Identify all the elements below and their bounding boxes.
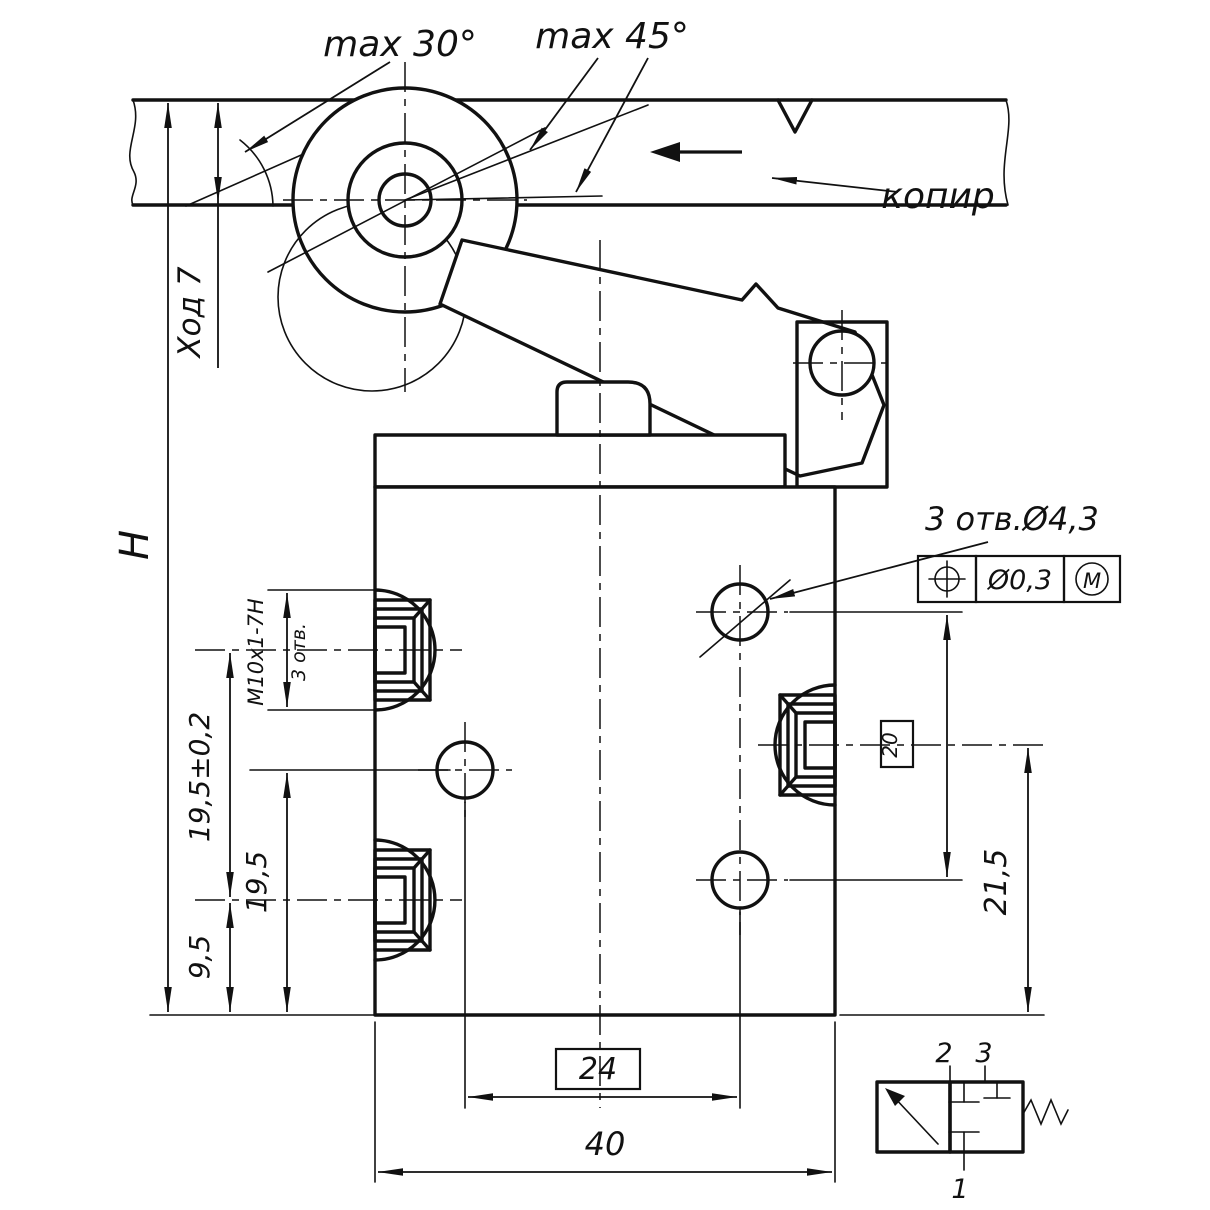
bar-notch — [776, 98, 814, 134]
max45-construction — [404, 57, 649, 201]
mounting-holes — [418, 565, 788, 935]
angle-arc-30 — [239, 139, 274, 207]
max45-leader-2 — [575, 57, 649, 193]
tolerance-value: Ø0,3 — [987, 565, 1052, 596]
cam-bar — [129, 98, 1010, 207]
cam-motion-arrow-icon — [650, 142, 742, 162]
label-port3: 3 — [975, 1038, 992, 1069]
spring-icon — [1022, 1097, 1069, 1127]
position-tolerance-icon — [928, 560, 966, 598]
label-H: H — [112, 530, 158, 560]
label-thread: M10x1-7H — [244, 598, 268, 706]
label-9-5: 9,5 — [183, 935, 216, 980]
label-max45: max 45° — [535, 16, 689, 57]
tolerance-modifier: M — [1083, 569, 1101, 593]
extension-lines — [149, 589, 1045, 1183]
label-max30: max 30° — [323, 24, 477, 65]
hole-note-leader — [769, 541, 989, 600]
pneumatic-valve-symbol: 2 3 1 — [875, 1038, 1069, 1205]
label-40: 40 — [585, 1125, 626, 1163]
label-19-5-tol: 19,5±0,2 — [183, 712, 216, 842]
valve-body — [373, 380, 837, 1017]
bar-break-right — [1003, 99, 1010, 206]
max45-leader-1 — [529, 57, 599, 151]
symbol-flow-arrow-icon — [885, 1088, 939, 1145]
label-24: 24 — [579, 1052, 617, 1087]
kopir-leader — [771, 176, 899, 193]
label-hod7: Ход 7 — [172, 266, 208, 359]
label-19-5: 19,5 — [240, 851, 273, 913]
plunger-housing — [555, 380, 652, 437]
label-holes-note: 3 отв.Ø4,3 — [925, 500, 1099, 538]
dim-20-frame — [879, 719, 915, 769]
label-thread-qty: 3 отв. — [288, 623, 310, 681]
label-kopir: копир — [881, 176, 995, 217]
feature-control-frame: Ø0,3 M — [916, 554, 1122, 604]
modifier-circle-icon — [1075, 562, 1109, 596]
label-20: 20 — [878, 732, 902, 757]
label-21-5: 21,5 — [979, 849, 1014, 916]
max30-leader — [244, 61, 391, 153]
label-port1: 1 — [951, 1174, 968, 1205]
dim-24-frame — [554, 1047, 642, 1091]
symbol-blocked-ports — [948, 1081, 1011, 1153]
bar-break-left — [129, 99, 137, 206]
symbol-box-right — [948, 1080, 1025, 1154]
dimension-lines — [164, 103, 1032, 1176]
label-port2: 2 — [935, 1038, 952, 1069]
